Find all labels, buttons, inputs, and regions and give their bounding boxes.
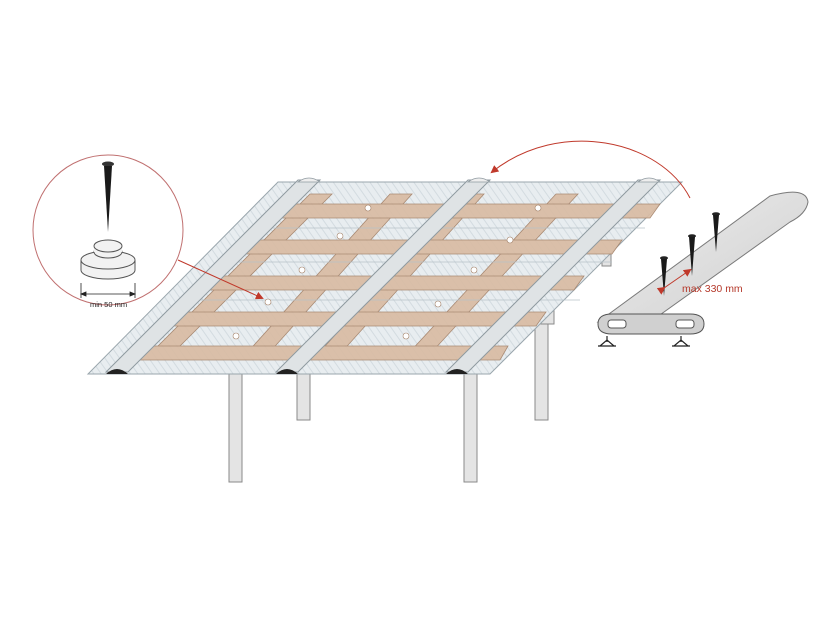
screw-icon xyxy=(712,212,720,252)
curved-arrow xyxy=(490,140,691,199)
profile-end-left xyxy=(106,369,128,374)
screw-point xyxy=(506,236,514,244)
screw-point xyxy=(232,332,240,340)
screw-points xyxy=(232,204,542,340)
min-spacing-label: min 50 mm xyxy=(90,300,127,309)
max-spacing-label: max 330 mm xyxy=(682,283,743,295)
purlin-3 xyxy=(201,275,585,291)
min-spacing-dimension xyxy=(79,283,137,298)
screw-detail-callout: min 50 mm xyxy=(32,154,184,309)
profile-end-center xyxy=(276,369,298,374)
screw-point xyxy=(298,266,306,274)
screw-icon xyxy=(688,234,696,276)
profile-end-right xyxy=(446,369,468,374)
washer-icon xyxy=(80,239,136,280)
profile-cap-right xyxy=(636,177,662,183)
screw-point xyxy=(364,204,372,212)
max-spacing-arrow xyxy=(656,268,692,295)
purlin-2 xyxy=(239,239,623,255)
screw-point xyxy=(470,266,478,274)
screw-point xyxy=(434,300,442,308)
profile-cross-section xyxy=(597,313,705,335)
profile-feet xyxy=(598,336,690,347)
callout-pointer-arrow xyxy=(177,259,264,300)
screw-point xyxy=(264,298,272,306)
screw-point xyxy=(534,204,542,212)
post-front-right xyxy=(463,359,478,483)
post-back-right xyxy=(534,314,549,421)
timber-frame xyxy=(129,193,661,361)
screw-point xyxy=(402,332,410,340)
post-front-left xyxy=(228,359,243,483)
panel-grid-lines xyxy=(198,227,645,301)
profile-cap-left xyxy=(296,177,322,183)
profile-detail: max 330 mm xyxy=(596,191,809,347)
screw-point xyxy=(336,232,344,240)
profile-cap-center xyxy=(466,177,492,183)
screw-icon xyxy=(102,161,114,232)
